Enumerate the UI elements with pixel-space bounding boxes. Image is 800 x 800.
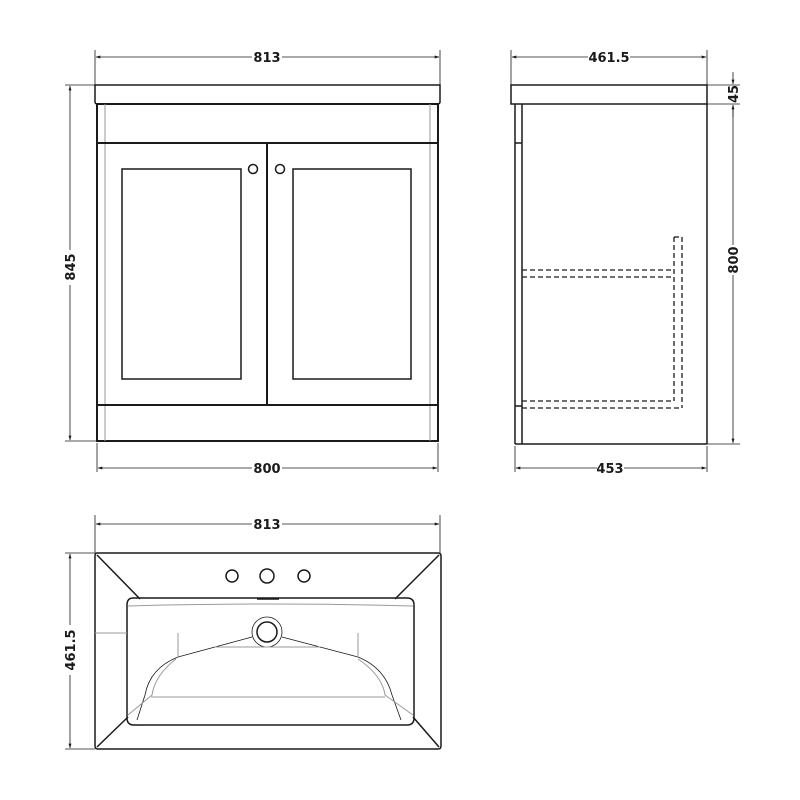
front-worktop — [94, 84, 441, 105]
basin-plan-view: 813 — [64, 515, 442, 750]
tap-hole-right-icon — [297, 569, 311, 583]
front-height-dimension: 845 — [64, 84, 97, 442]
side-height-label: 800 — [727, 246, 742, 273]
hidden-drawer-outline — [522, 236, 683, 409]
side-depth-top-dimension: 461.5 — [510, 50, 708, 86]
side-depth-bottom-dimension: 453 — [514, 446, 708, 477]
side-view: 461.5 45 — [510, 50, 742, 477]
side-depth-top-label: 461.5 — [588, 51, 629, 66]
right-door-panel — [292, 168, 412, 380]
side-worktop-thickness-label: 45 — [727, 85, 742, 103]
front-width-bottom-dimension: 800 — [96, 443, 439, 477]
waste-inner-icon — [256, 621, 278, 643]
side-worktop — [510, 84, 708, 105]
front-carcass — [96, 103, 439, 442]
front-width-top-dimension: 813 — [94, 50, 441, 86]
basin-depth-label: 461.5 — [64, 629, 79, 670]
right-door-knob-icon — [274, 163, 286, 175]
front-width-bottom-label: 800 — [253, 462, 280, 477]
side-worktop-thickness-dimension: 45 — [707, 72, 742, 117]
basin-bowl — [126, 597, 415, 726]
front-view: 813 845 800 — [64, 50, 441, 477]
bowl-contours — [127, 633, 414, 721]
left-door-panel — [121, 168, 242, 380]
left-door-knob-icon — [247, 163, 259, 175]
basin-width-label: 813 — [253, 518, 280, 533]
front-height-label: 845 — [64, 253, 79, 280]
front-width-top-label: 813 — [253, 51, 280, 66]
tap-hole-left-icon — [225, 569, 239, 583]
side-height-dimension: 800 — [707, 105, 742, 445]
side-depth-bottom-label: 453 — [596, 462, 623, 477]
tap-hole-centre-icon — [259, 568, 275, 584]
basin-outer-rim — [94, 552, 442, 750]
basin-width-dimension: 813 — [94, 515, 441, 553]
basin-depth-dimension: 461.5 — [64, 552, 95, 750]
